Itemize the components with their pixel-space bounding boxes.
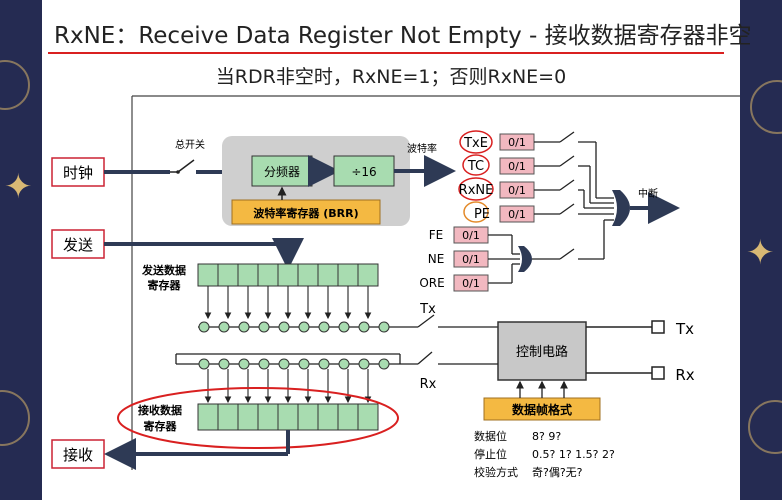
clock-box <box>51 157 105 187</box>
tdr-register <box>197 263 379 287</box>
format-row-parity-value: 奇?偶?无? <box>532 466 583 479</box>
format-row-parity-name: 校验方式 <box>474 465 518 479</box>
tdr-label-line2: 寄存器 <box>148 278 182 292</box>
slide: RxNE：Receive Data Register Not Empty - 接… <box>42 0 752 500</box>
flag-fe-label: FE <box>429 228 443 242</box>
send-box <box>51 229 105 259</box>
tx-pin-label: Tx <box>675 320 694 338</box>
format-row-data-bits-value: 8? 9? <box>532 430 561 443</box>
flag-txe-value: 0/1 <box>508 136 526 149</box>
receive-box <box>51 439 105 469</box>
flag-rxne-label: RxNE <box>459 183 494 198</box>
flag-rxne-value: 0/1 <box>508 184 526 197</box>
divider-label: 分频器 <box>264 165 300 179</box>
tx-switch-label: Tx <box>419 302 436 317</box>
sparkle-icon-left-top: ✦ <box>4 167 33 207</box>
flag-txe-label: TxE <box>463 136 488 151</box>
tx-shift-register <box>198 321 390 333</box>
slide-subtitle: 当RDR非空时，RxNE=1；否则RxNE=0 <box>215 66 567 88</box>
sparkle-icon-right: ✦ <box>746 233 775 273</box>
rdr-label-line1: 接收数据 <box>138 403 182 417</box>
slide-title: RxNE：Receive Data Register Not Empty - 接… <box>54 23 752 49</box>
tdr-label-line1: 发送数据 <box>141 263 186 277</box>
rx-switch <box>417 351 433 365</box>
flag-pe-value: 0/1 <box>508 208 526 221</box>
main-switch-label: 总开关 <box>175 138 205 151</box>
format-row-data-bits-name: 数据位 <box>474 429 507 443</box>
clock-label: 时钟 <box>63 164 93 182</box>
rx-shift-register <box>198 358 390 370</box>
flag-tc-value: 0/1 <box>508 160 526 173</box>
control-circuit-box <box>497 321 587 381</box>
div16-label: ÷16 <box>351 165 376 179</box>
flag-fe-value: 0/1 <box>462 229 480 242</box>
interrupt-label: 中断 <box>638 187 658 200</box>
or-gate-interrupt <box>612 190 630 226</box>
flag-tc-label: TC <box>467 159 484 174</box>
format-row-stop-bits-value: 0.5? 1? 1.5? 2? <box>532 448 615 461</box>
rdr-highlight <box>117 387 399 449</box>
send-label: 发送 <box>63 236 93 254</box>
rx-pin <box>651 366 665 380</box>
format-row-stop-bits-name: 停止位 <box>474 447 507 461</box>
brr-box <box>231 199 381 225</box>
div16-box <box>333 155 395 187</box>
flag-group-upper: TxE TC RxNE PE 0/1 0/1 0/1 0/1 <box>458 130 535 223</box>
main-switch <box>177 159 195 173</box>
divider-box <box>251 155 313 187</box>
title-underline <box>48 52 724 54</box>
rx-switch-label: Rx <box>420 377 437 392</box>
or-gate-error <box>518 246 532 272</box>
brr-label: 波特率寄存器 (BRR) <box>253 206 358 220</box>
flag-ore-value: 0/1 <box>462 277 480 290</box>
flag-ore-label: ORE <box>419 276 444 290</box>
flag-ne-label: NE <box>428 252 445 266</box>
frame-format-label: 数据帧格式 <box>512 402 572 417</box>
flag-pe-label: PE <box>474 207 490 222</box>
control-circuit-label: 控制电路 <box>516 344 568 360</box>
tx-pin <box>651 320 665 334</box>
tx-switch <box>417 314 435 328</box>
rdr-register <box>197 403 379 431</box>
receive-label: 接收 <box>63 446 93 464</box>
rx-pin-label: Rx <box>675 366 694 384</box>
baud-rate-label: 波特率 <box>407 142 437 155</box>
flag-ne-value: 0/1 <box>462 253 480 266</box>
rdr-label-line2: 寄存器 <box>144 419 178 433</box>
